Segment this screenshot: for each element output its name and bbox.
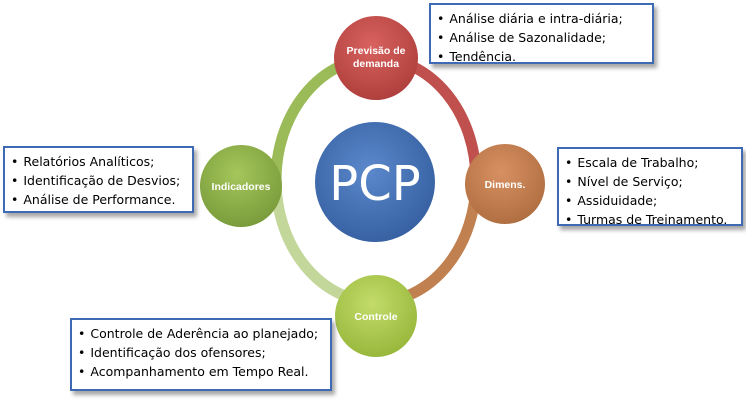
node-previsao-demanda — [334, 16, 418, 100]
node-controle — [335, 275, 417, 357]
list-item: Identificação dos ofensores; — [78, 343, 322, 362]
list-item: Assiduidade; — [565, 191, 733, 210]
list-item: Análise de Performance. — [11, 190, 184, 209]
node-label-previsao-line2: demanda — [353, 58, 399, 70]
list-item: Análise de Sazonalidade; — [437, 28, 644, 47]
info-list-dimens: Escala de Trabalho; Nível de Serviço; As… — [565, 153, 733, 229]
info-list-previsao: Análise diária e intra-diária; Análise d… — [437, 9, 644, 66]
node-label-dimens: Dimens. — [485, 179, 526, 191]
info-box-indicadores: Relatórios Analíticos; Identificação de … — [3, 146, 194, 213]
node-label-controle: Controle — [354, 311, 397, 323]
info-box-controle: Controle de Aderência ao planejado; Iden… — [70, 318, 332, 391]
list-item: Análise diária e intra-diária; — [437, 9, 644, 28]
list-item: Relatórios Analíticos; — [11, 152, 184, 171]
info-list-indicadores: Relatórios Analíticos; Identificação de … — [11, 152, 184, 209]
list-item: Turmas de Treinamento. — [565, 210, 733, 229]
center-label: PCP — [329, 156, 420, 212]
node-dimens — [465, 144, 545, 224]
info-box-dimens: Escala de Trabalho; Nível de Serviço; As… — [557, 147, 743, 229]
info-list-controle: Controle de Aderência ao planejado; Iden… — [78, 324, 322, 381]
list-item: Acompanhamento em Tempo Real. — [78, 362, 322, 381]
list-item: Tendência. — [437, 47, 644, 66]
list-item: Identificação de Desvios; — [11, 171, 184, 190]
info-box-previsao: Análise diária e intra-diária; Análise d… — [429, 3, 654, 64]
list-item: Controle de Aderência ao planejado; — [78, 324, 322, 343]
list-item: Nível de Serviço; — [565, 172, 733, 191]
center-circle — [315, 122, 435, 242]
node-indicadores — [200, 145, 282, 227]
node-label-previsao-line1: Previsão de — [347, 45, 406, 57]
list-item: Escala de Trabalho; — [565, 153, 733, 172]
node-label-indicadores: Indicadores — [212, 181, 271, 193]
